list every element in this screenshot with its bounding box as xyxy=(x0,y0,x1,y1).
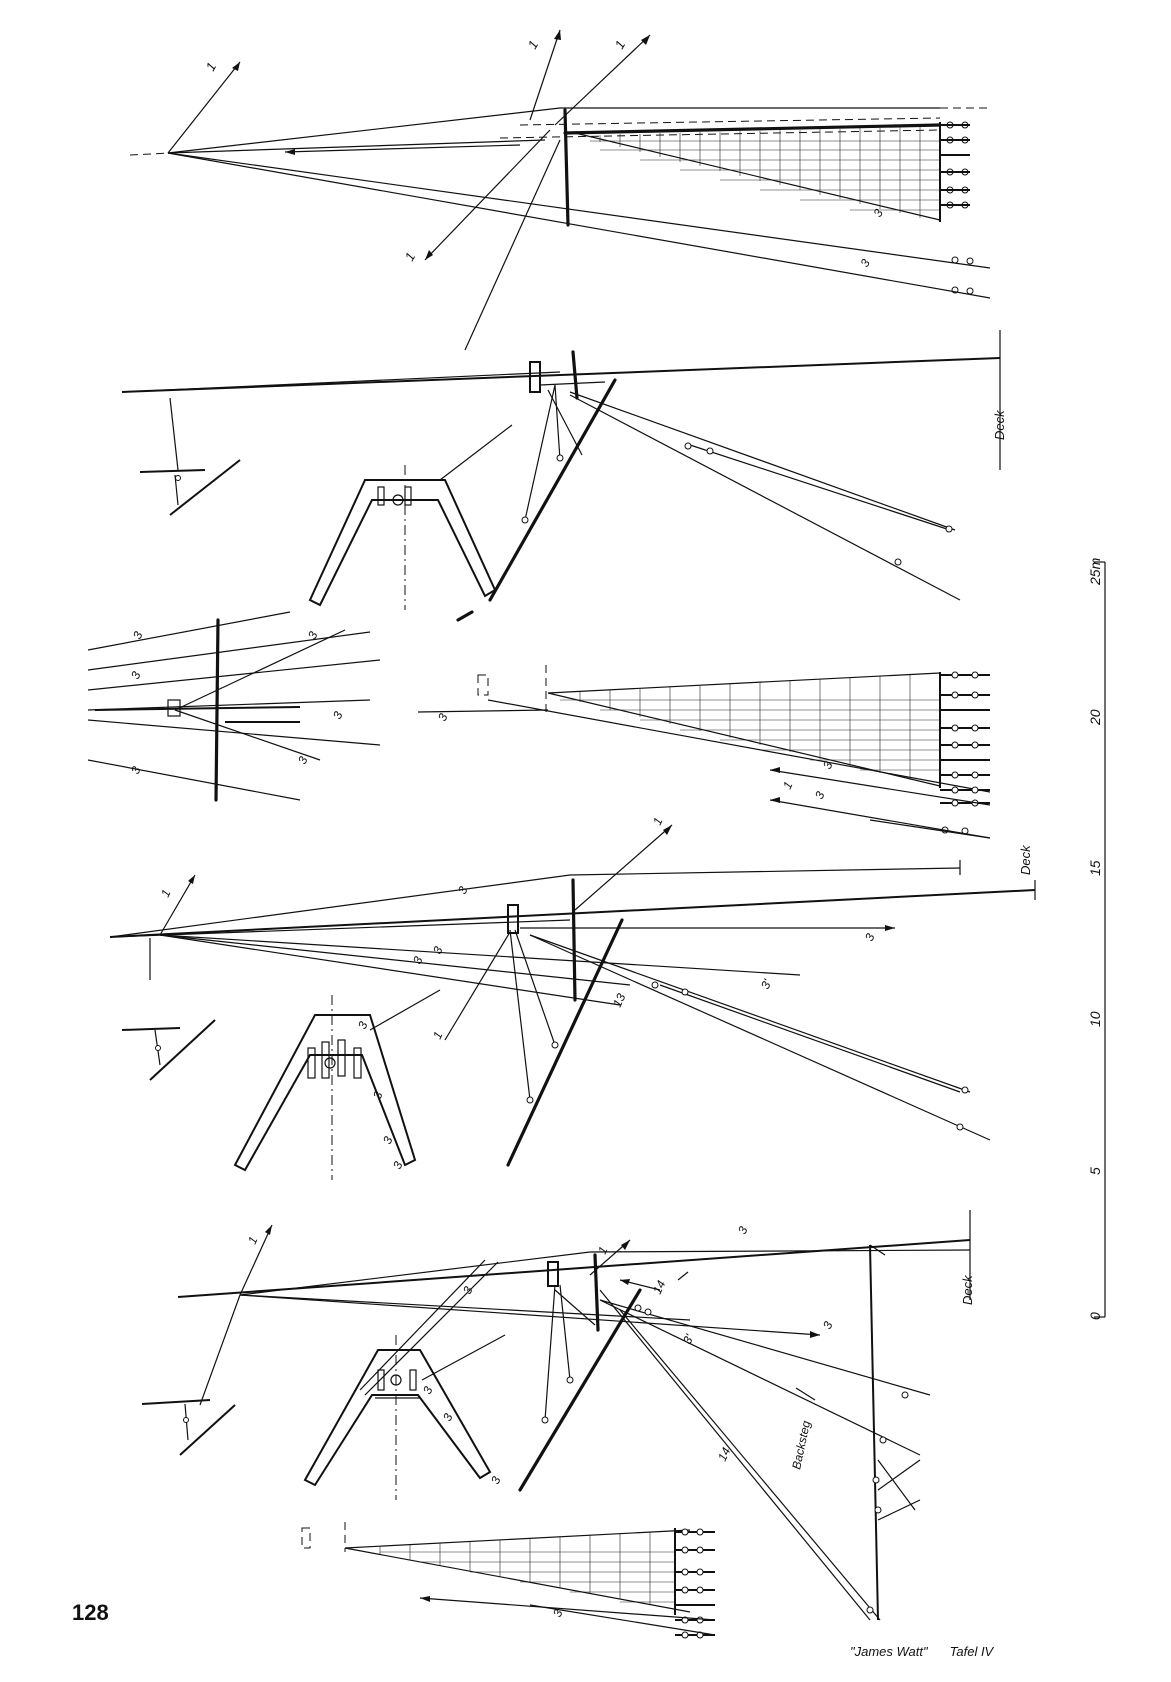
callout-3: 3 xyxy=(370,1089,386,1101)
callout-3: 3 xyxy=(488,1474,504,1486)
callout-14: 14 xyxy=(650,1278,668,1296)
scale-tick-10: 10 xyxy=(1087,1011,1103,1027)
scale-bar: 25m 20 15 10 5 0 xyxy=(1087,557,1106,1320)
callout-3: 3 xyxy=(735,1224,751,1236)
callout-3: 3 xyxy=(330,709,346,721)
scale-tick-15: 15 xyxy=(1087,860,1103,876)
scale-tick-20: 20 xyxy=(1087,709,1103,726)
callout-3: 3 xyxy=(440,1411,456,1423)
section-lower-topmast: 1 1 1 3 3 3 3 13 3' Deck 3 3 3 3 xyxy=(109,815,1036,1180)
callout-3prime: 3' xyxy=(680,1332,697,1347)
callout-1: 1 xyxy=(245,1234,261,1246)
callout-1: 1 xyxy=(430,1029,446,1041)
callout-1: 1 xyxy=(595,1244,611,1256)
deck-label: Deck xyxy=(992,409,1007,440)
callout-3prime: 3' xyxy=(758,977,775,992)
callout-3: 3 xyxy=(455,884,471,896)
section-topmast-yard: 1 1 1 1 3 3 xyxy=(129,29,991,351)
deck-label: Deck xyxy=(960,1274,975,1305)
plate-caption: "James Watt" Tafel IV xyxy=(850,1644,993,1659)
callout-3: 3 xyxy=(812,789,828,801)
callout-3: 3 xyxy=(128,669,144,681)
callout-3: 3 xyxy=(857,256,873,269)
section-spreader-views: 3 3 3 3 3 3 3 xyxy=(87,611,991,839)
callout-3: 3 xyxy=(410,954,426,966)
plate-label: Tafel IV xyxy=(949,1644,994,1659)
callout-3: 3 xyxy=(128,764,144,776)
sail-hatching-2 xyxy=(560,675,940,780)
callout-3: 3 xyxy=(430,944,446,956)
callout-3: 3 xyxy=(305,629,321,641)
deck-label: Deck xyxy=(1018,844,1033,875)
scale-tick-5: 5 xyxy=(1087,1167,1103,1175)
ship-name: "James Watt" xyxy=(850,1644,928,1659)
section-course-sail: 3 xyxy=(301,1522,716,1639)
callout-3: 3 xyxy=(862,931,878,943)
callout-1: 1 xyxy=(203,60,220,74)
sail-hatching-1 xyxy=(590,127,940,218)
scale-tick-0: 0 xyxy=(1087,1312,1103,1320)
callout-3: 3 xyxy=(435,711,451,723)
belaying-pins-3 xyxy=(675,1528,715,1639)
page-number: 128 xyxy=(72,1600,109,1625)
belaying-pins-1 xyxy=(940,121,974,295)
callout-3: 3 xyxy=(820,1319,836,1331)
callout-1: 1 xyxy=(158,887,174,899)
callout-1: 1 xyxy=(650,815,666,827)
callout-3: 3 xyxy=(130,629,146,641)
callout-1: 1 xyxy=(612,38,629,52)
section-lower-mast: 1 1 3 3 3 3' 14 14 Deck Backsteg 3 3 3 xyxy=(141,1210,975,1621)
section-topmast-trestle: Deck xyxy=(121,330,1007,622)
callout-14: 14 xyxy=(715,1445,733,1463)
callout-3: 3 xyxy=(870,206,886,219)
callout-13: 13 xyxy=(610,991,628,1009)
callout-1: 1 xyxy=(780,779,796,791)
belaying-pins-2 xyxy=(940,671,990,835)
scale-unit-label: 25m xyxy=(1087,557,1103,586)
callout-1: 1 xyxy=(402,250,419,264)
callout-3: 3 xyxy=(420,1384,436,1396)
callout-1: 1 xyxy=(525,38,542,52)
sail-hatching-3 xyxy=(379,1532,675,1604)
backsteg-label: Backsteg xyxy=(789,1419,813,1471)
callout-3: 3 xyxy=(355,1019,371,1031)
